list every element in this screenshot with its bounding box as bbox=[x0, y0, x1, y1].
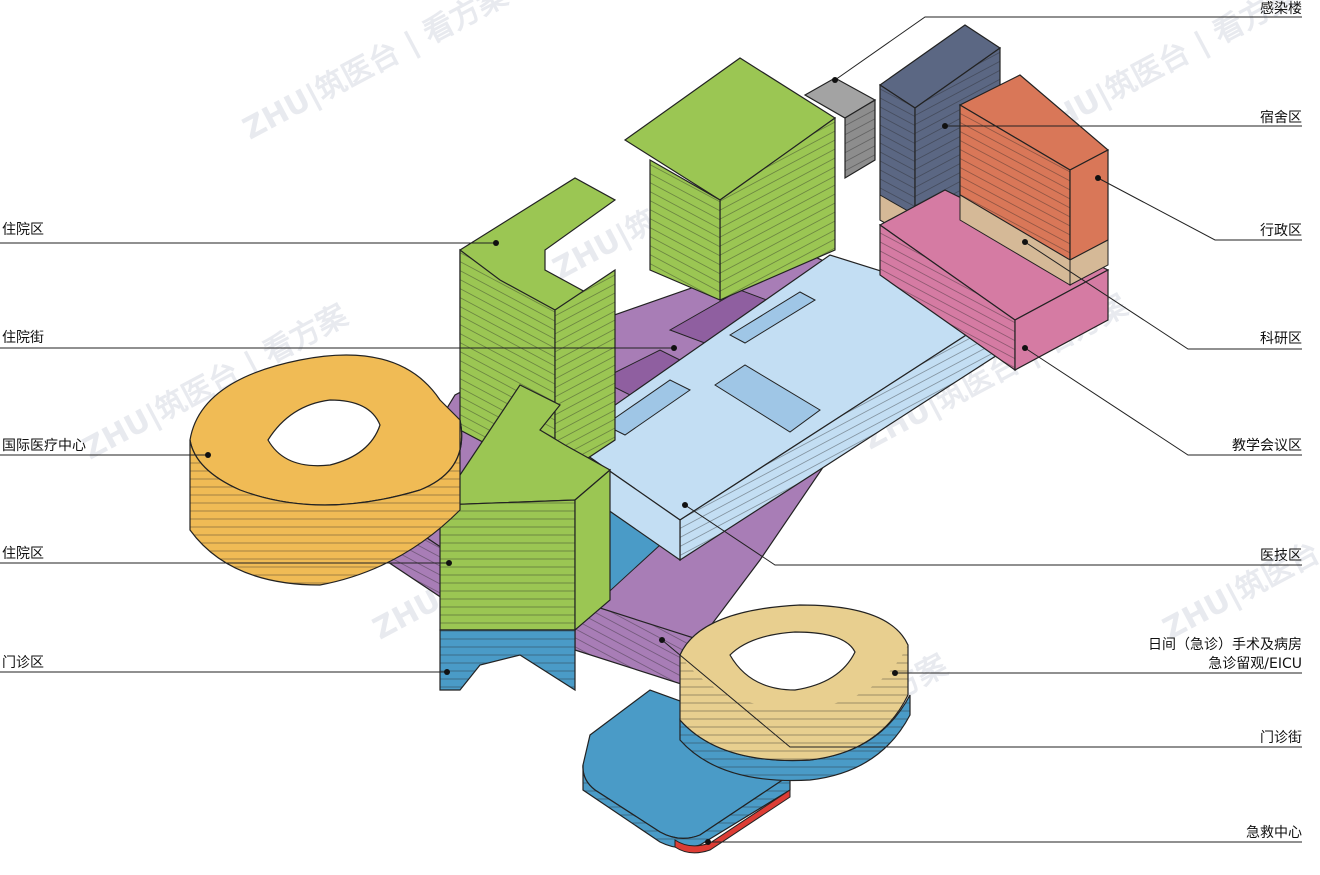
label-teaching: 教学会议区 bbox=[1232, 438, 1302, 454]
leader-dots bbox=[205, 77, 1101, 845]
leader-lines bbox=[0, 16, 1302, 843]
label-medtech: 医技区 bbox=[1260, 548, 1302, 564]
inpatient-green-lower bbox=[438, 384, 612, 692]
admin-building bbox=[958, 74, 1110, 286]
day-surgery-building bbox=[679, 604, 911, 782]
label-admin: 行政区 bbox=[1260, 223, 1302, 239]
label-emergency: 急救中心 bbox=[1246, 825, 1302, 841]
medtech-building bbox=[563, 254, 1007, 562]
label-daysurgery-line2: 急诊留观/EICU bbox=[1208, 656, 1302, 672]
labels-left: 住院区 住院街 国际医疗中心 住院区 门诊区 bbox=[2, 222, 86, 671]
label-outpatient: 门诊区 bbox=[2, 655, 44, 671]
label-inpatient-top: 住院区 bbox=[2, 222, 44, 238]
international-building bbox=[189, 354, 463, 586]
watermark-text: ZHU|筑医台 | 看方案 bbox=[237, 0, 514, 147]
label-daysurgery-line1: 日间（急诊）手术及病房 bbox=[1148, 637, 1302, 653]
label-research: 科研区 bbox=[1260, 331, 1302, 347]
label-outpatient-street: 门诊街 bbox=[1260, 730, 1302, 746]
research-teaching-building bbox=[878, 189, 1110, 372]
label-infection: 感染楼 bbox=[1260, 0, 1302, 17]
label-international: 国际医疗中心 bbox=[2, 438, 86, 454]
label-inpatient-lower: 住院区 bbox=[2, 546, 44, 562]
infection-building bbox=[803, 77, 877, 180]
labels-right: 感染楼 宿舍区 行政区 科研区 教学会议区 医技区 日间（急诊）手术及病房 急诊… bbox=[1148, 0, 1302, 841]
label-inpatient-street: 住院街 bbox=[2, 330, 44, 346]
label-dorm: 宿舍区 bbox=[1260, 109, 1302, 126]
